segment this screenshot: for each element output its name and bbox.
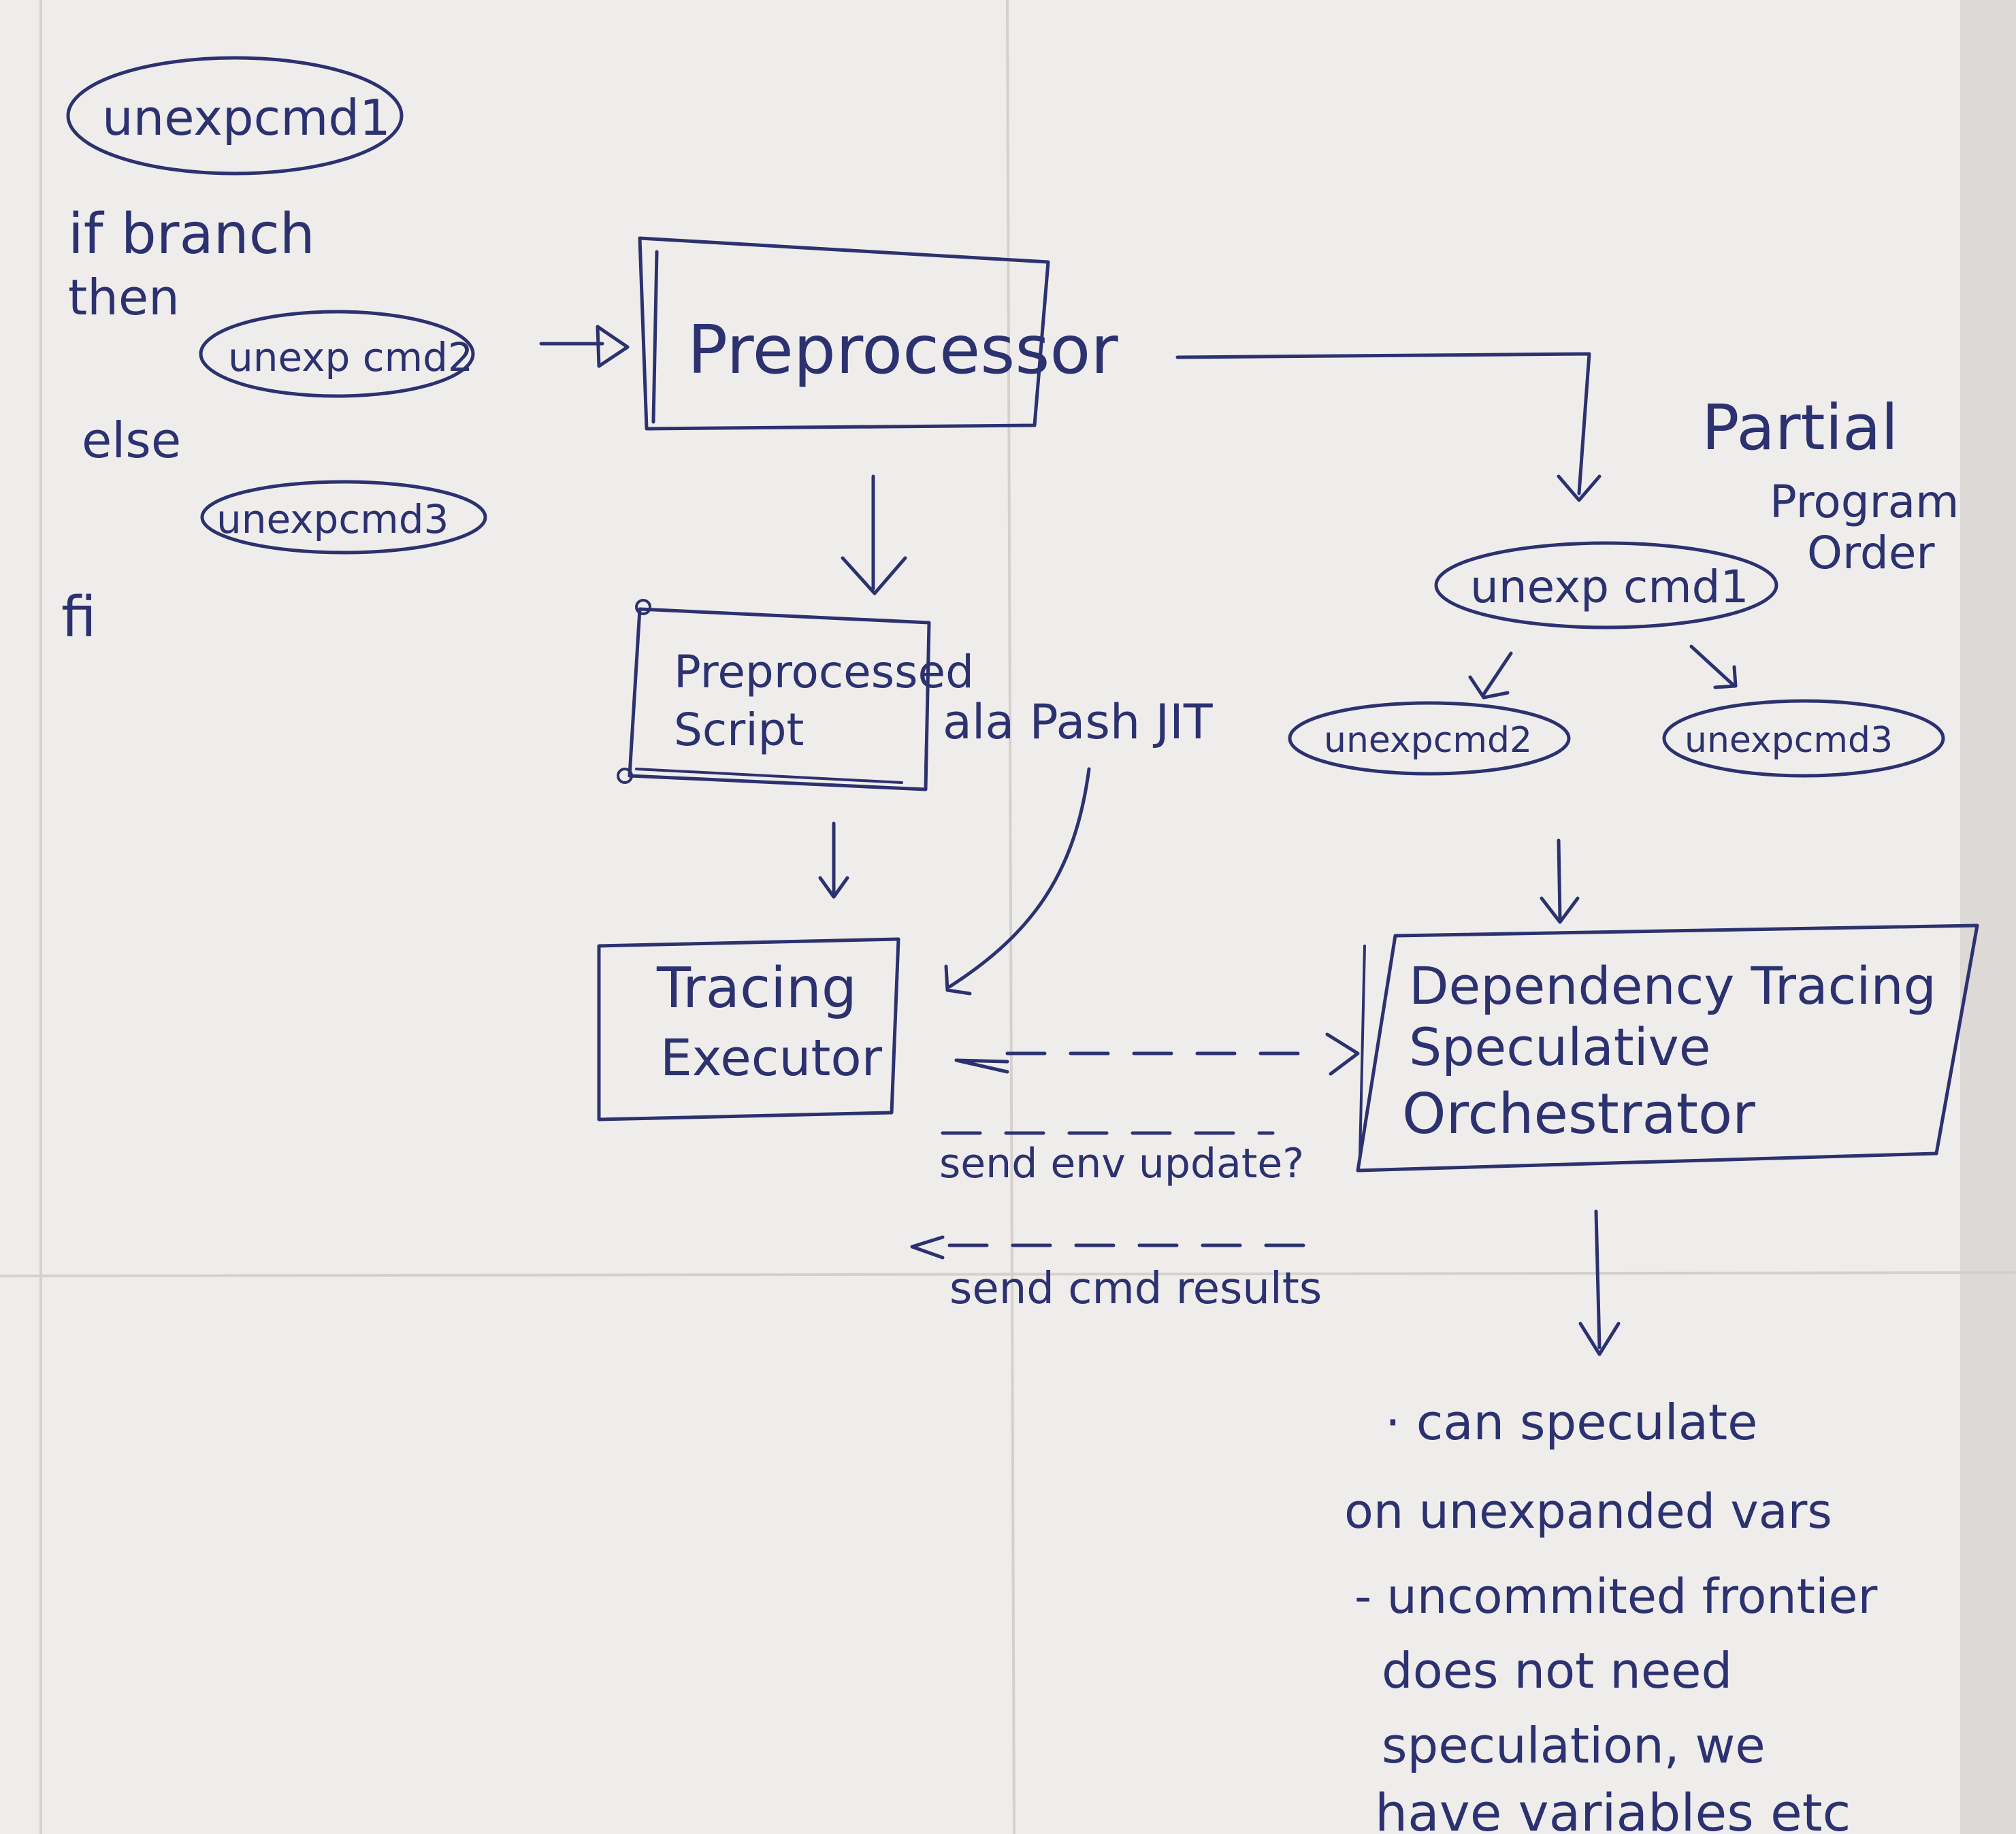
fold-line-horizontal	[0, 1271, 2016, 1277]
env-update-label: send env update?	[939, 1140, 1304, 1188]
unexpcmd1-ellipse	[66, 56, 404, 176]
preprocessor-box-inner-line	[651, 250, 659, 424]
cmd-results-label: send cmd results	[949, 1264, 1322, 1314]
orchestrator-label-2: Speculative	[1409, 1017, 1711, 1077]
source-line3: unexpcmd3	[216, 496, 449, 542]
tracing-executor-box	[597, 937, 900, 1121]
arrow-preprocessor-to-script	[841, 474, 907, 595]
unexpcmd3-ellipse	[200, 480, 487, 555]
arrow-source-to-preprocessor	[539, 325, 630, 368]
note-line1: · can speculate	[1385, 1394, 1757, 1451]
orchestrator-box-inner-line	[1359, 945, 1366, 1158]
program-node2-ellipse	[1288, 701, 1571, 776]
ala-pash-jit-text: ala Pash JIT	[943, 694, 1213, 750]
partial-title: Partial	[1702, 391, 1898, 464]
cmd-results-arrowhead	[910, 1235, 945, 1260]
source-line1: unexpcmd1	[102, 89, 391, 146]
arrow-orchestrator-to-notes	[1578, 1209, 1621, 1356]
paper-edge-shadow	[1960, 0, 2016, 1834]
preprocessed-script-label-2: Script	[674, 704, 804, 756]
tracing-executor-label-2: Executor	[660, 1029, 883, 1087]
arrow-program-order-to-orchestrator	[1540, 838, 1580, 924]
env-update-right-arrowhead	[1325, 1032, 1360, 1076]
unexpcmd2-ellipse	[199, 310, 475, 398]
note-line4: does not need	[1382, 1642, 1732, 1699]
tracing-executor-label-1: Tracing	[656, 956, 857, 1021]
preprocessor-box	[638, 236, 1050, 431]
arrow-preprocessor-to-program-order	[1175, 352, 1602, 502]
env-update-left-arrowhead	[954, 1058, 1009, 1074]
order-title: Order	[1807, 527, 1935, 579]
arrow-script-to-executor	[818, 821, 849, 899]
orchestrator-label-3: Orchestrator	[1402, 1082, 1755, 1147]
orchestrator-label-1: Dependency Tracing	[1409, 955, 1936, 1016]
source-line2: unexp cmd2	[228, 334, 473, 380]
note-line5: speculation, we	[1382, 1717, 1766, 1774]
orchestrator-box	[1356, 923, 1979, 1173]
if-branch-text: if branch	[68, 202, 315, 267]
program-node1-ellipse	[1434, 541, 1778, 629]
preprocessed-script-label-1: Preprocessed	[674, 646, 974, 698]
fold-line-vertical	[1006, 0, 1015, 1834]
script-box-corner-dot-bottom	[617, 768, 633, 784]
note-line2: on unexpanded vars	[1344, 1484, 1832, 1539]
script-box-corner-dot-top	[635, 599, 651, 615]
script-box-side-line	[924, 632, 930, 770]
program-title: Program	[1770, 476, 1959, 528]
arrow-pash-to-executor	[944, 767, 1091, 996]
arrow-node1-to-node3	[1689, 644, 1738, 689]
program-node3-ellipse	[1662, 699, 1945, 778]
fi-text: fi	[61, 585, 97, 650]
program-node1-label: unexp cmd1	[1470, 561, 1749, 613]
arrow-node1-to-node2	[1468, 651, 1513, 700]
else-text: else	[82, 412, 181, 469]
program-node3-label: unexpcmd3	[1685, 720, 1893, 761]
preprocessed-script-box	[628, 607, 931, 791]
script-box-underline	[635, 768, 903, 784]
note-line3: - uncommited frontier	[1354, 1569, 1878, 1624]
note-line6: have variables etc	[1375, 1782, 1851, 1834]
then-text: then	[68, 269, 180, 326]
preprocessor-label: Preprocessor	[687, 312, 1118, 389]
program-node2-label: unexpcmd2	[1324, 720, 1532, 761]
